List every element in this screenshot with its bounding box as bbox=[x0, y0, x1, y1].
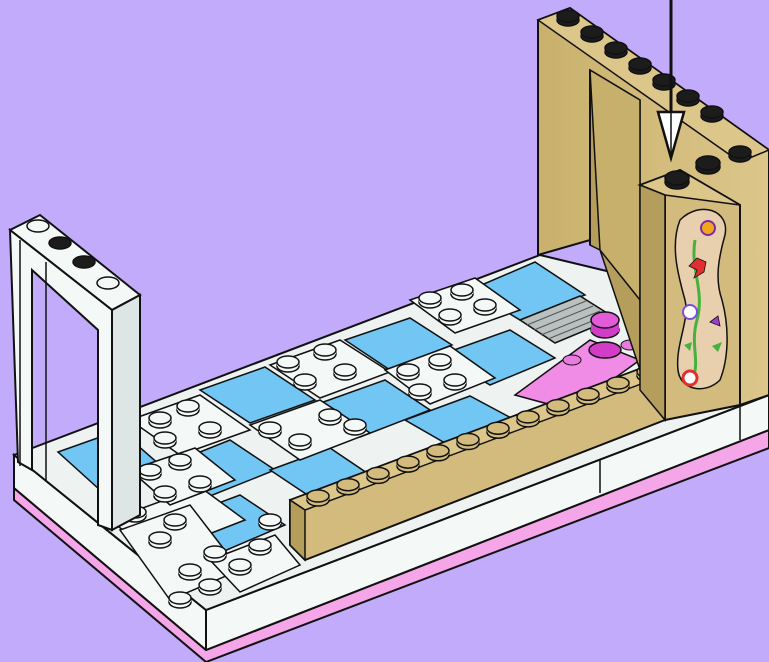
frame-stud bbox=[73, 256, 95, 268]
stud bbox=[429, 354, 451, 370]
stud bbox=[557, 10, 579, 26]
stud bbox=[289, 434, 311, 450]
stud bbox=[189, 476, 211, 492]
stud bbox=[427, 445, 449, 461]
stud bbox=[729, 146, 751, 162]
stud bbox=[474, 299, 496, 315]
stud bbox=[665, 171, 689, 189]
stud bbox=[605, 42, 627, 58]
stud bbox=[701, 106, 723, 122]
stud bbox=[154, 432, 176, 448]
stud bbox=[577, 388, 599, 404]
stud bbox=[154, 486, 176, 502]
stud bbox=[337, 479, 359, 495]
stud bbox=[177, 400, 199, 416]
stud bbox=[367, 467, 389, 483]
stud bbox=[199, 579, 221, 595]
stud bbox=[581, 26, 603, 42]
stud bbox=[314, 344, 336, 360]
stud bbox=[607, 377, 629, 393]
stud bbox=[149, 532, 171, 548]
stud bbox=[164, 514, 186, 530]
stud bbox=[629, 58, 651, 74]
stud bbox=[487, 422, 509, 438]
stud bbox=[179, 564, 201, 580]
stud bbox=[517, 411, 539, 427]
stud bbox=[547, 400, 569, 416]
stud bbox=[139, 464, 161, 480]
stud bbox=[319, 409, 341, 425]
stud bbox=[397, 364, 419, 380]
stud bbox=[397, 456, 419, 472]
stud bbox=[696, 156, 720, 174]
stud bbox=[444, 374, 466, 390]
stud bbox=[457, 434, 479, 450]
stud bbox=[409, 384, 431, 400]
stud bbox=[259, 514, 281, 530]
stud bbox=[344, 419, 366, 435]
stud bbox=[199, 422, 221, 438]
stud bbox=[307, 490, 329, 506]
stud bbox=[277, 356, 299, 372]
stud bbox=[169, 592, 191, 608]
stud bbox=[204, 546, 226, 562]
stud bbox=[419, 292, 441, 308]
stud bbox=[249, 539, 271, 555]
stud bbox=[334, 364, 356, 380]
stud bbox=[677, 90, 699, 106]
stud bbox=[229, 559, 251, 575]
stud bbox=[149, 412, 171, 428]
frame-stud bbox=[27, 220, 49, 232]
stud bbox=[294, 374, 316, 390]
frame-stud bbox=[97, 277, 119, 289]
frame-stud bbox=[49, 237, 71, 249]
stud bbox=[439, 309, 461, 325]
stud bbox=[169, 454, 191, 470]
stud bbox=[259, 422, 281, 438]
stud bbox=[451, 284, 473, 300]
